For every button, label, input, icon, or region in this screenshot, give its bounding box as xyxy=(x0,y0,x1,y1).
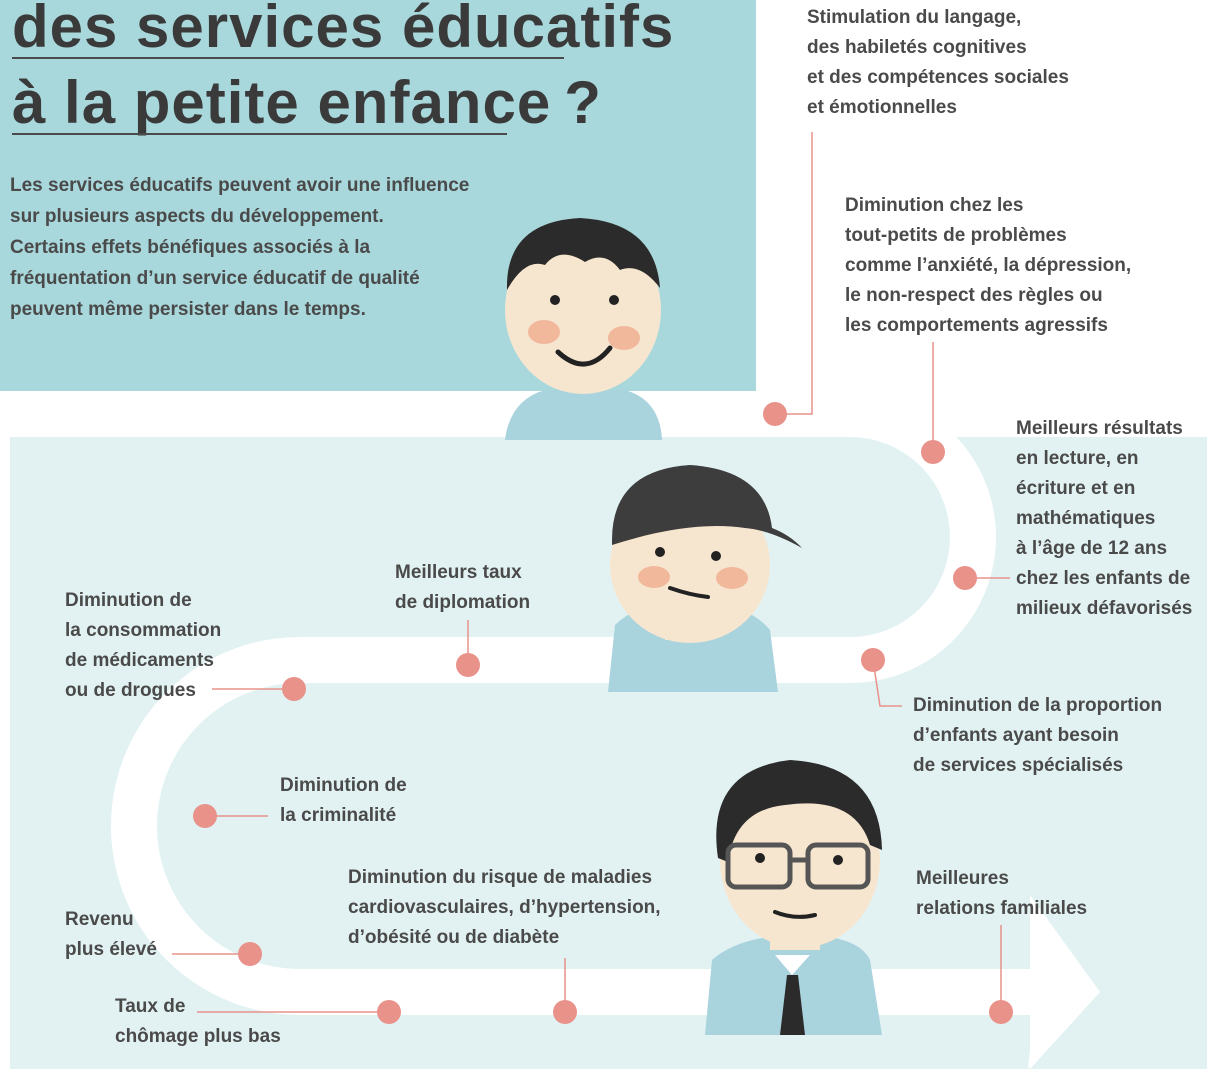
toddler-illustration xyxy=(505,218,662,440)
dot-relations xyxy=(989,1000,1013,1024)
label-revenu: Revenu plus élevé xyxy=(65,909,157,960)
dot-langage xyxy=(763,402,787,426)
label-proportion: Diminution de la proportion d’enfants ay… xyxy=(913,695,1163,776)
title-underline-1 xyxy=(12,57,564,59)
dot-proportion xyxy=(861,648,885,672)
dot-chomage xyxy=(377,1000,401,1024)
label-criminalite: Diminution de la criminalité xyxy=(280,775,407,826)
winding-path xyxy=(0,391,1045,1015)
dot-medicaments xyxy=(282,677,306,701)
title-line-2: à la petite enfance ? xyxy=(12,69,602,136)
label-langage: Stimulation du langage, des habiletés co… xyxy=(807,7,1069,118)
label-medicaments: Diminution de la consommation de médicam… xyxy=(65,590,222,701)
intro-text: Les services éducatifs peuvent avoir une… xyxy=(10,175,470,320)
label-maladies: Diminution du risque de maladies cardiov… xyxy=(348,867,661,948)
dot-maladies xyxy=(553,1000,577,1024)
dot-criminalite xyxy=(193,804,217,828)
label-relations: Meilleures relations familiales xyxy=(916,868,1088,919)
leader-langage xyxy=(775,132,813,415)
label-anxiete: Diminution chez les tout-petits de probl… xyxy=(845,195,1132,336)
label-lecture: Meilleurs résultats en lecture, en écrit… xyxy=(1016,418,1193,619)
label-chomage: Taux de chômage plus bas xyxy=(115,996,281,1047)
adult-illustration xyxy=(705,760,882,1035)
title-underline-2 xyxy=(12,133,507,135)
dot-revenu xyxy=(238,942,262,966)
dot-lecture xyxy=(953,566,977,590)
leader-proportion xyxy=(872,659,902,707)
child-illustration xyxy=(608,465,802,692)
dot-anxiete xyxy=(921,440,945,464)
label-diplomation: Meilleurs taux de diplomation xyxy=(395,562,531,613)
path-arrow-tip xyxy=(1030,895,1100,1069)
title-line-1: des services éducatifs xyxy=(12,0,675,60)
milestone-dots xyxy=(193,402,1013,1024)
dot-diplomation xyxy=(456,653,480,677)
